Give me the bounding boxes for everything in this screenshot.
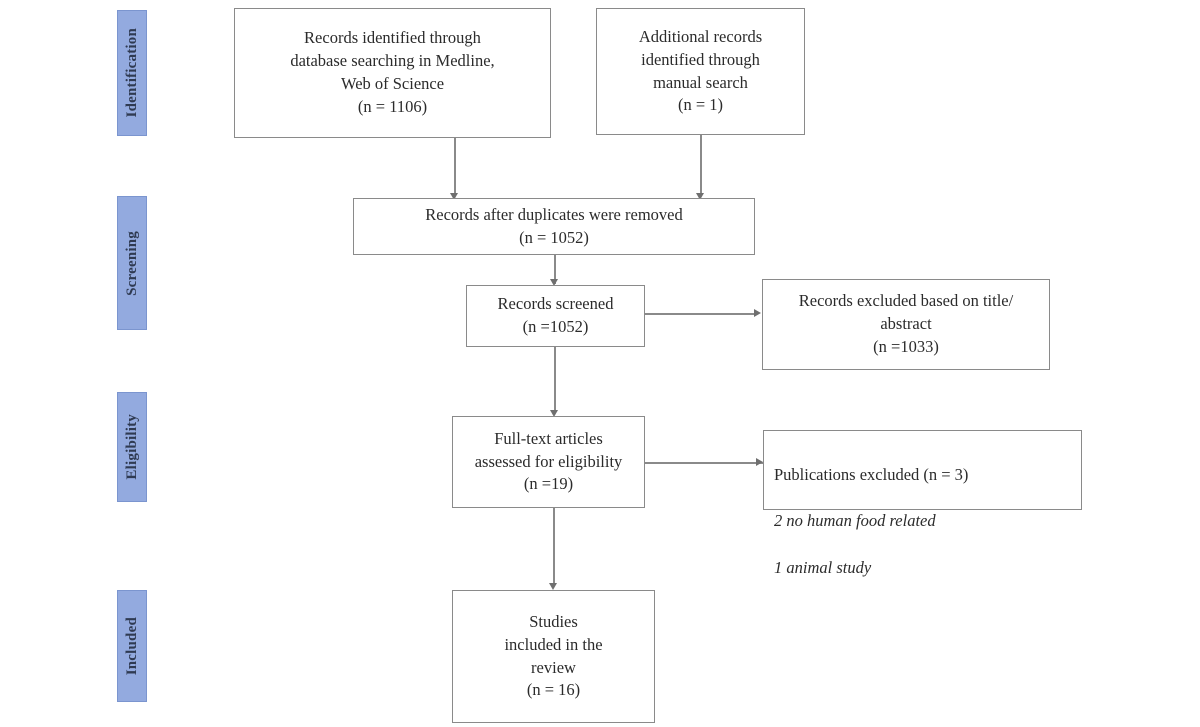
connector-fulltext-to-studies	[553, 508, 555, 586]
stage-label-screening: Screening	[123, 230, 140, 296]
arrow-fulltext-to-publications-excluded	[756, 458, 763, 466]
box-fulltext-assessed-text: Full-text articles assessed for eligibil…	[474, 428, 623, 494]
stage-bar-identification: Identification	[117, 10, 147, 136]
box-after-duplicates: Records after duplicates were removed (n…	[353, 198, 755, 255]
stage-label-identification: Identification	[123, 28, 140, 118]
publications-excluded-heading: Publications excluded (n = 3)	[774, 464, 969, 484]
box-manual-search: Additional records identified through ma…	[596, 8, 805, 135]
connector-screened-to-fulltext	[554, 347, 556, 413]
box-database-search: Records identified through database sear…	[234, 8, 551, 138]
box-records-excluded: Records excluded based on title/ abstrac…	[762, 279, 1050, 370]
box-manual-search-text: Additional records identified through ma…	[638, 26, 763, 115]
arrow-manual-to-duplicates	[696, 193, 704, 200]
arrow-screened-to-fulltext	[550, 410, 558, 417]
connector-screened-to-excluded	[645, 313, 755, 315]
box-database-search-text: Records identified through database sear…	[290, 28, 495, 116]
box-publications-excluded-text: Publications excluded (n = 3) 2 no human…	[774, 440, 968, 603]
arrow-screened-to-excluded	[754, 309, 761, 317]
stage-bar-eligibility: Eligibility	[117, 392, 147, 502]
box-studies-included: Studies included in the review (n = 16)	[452, 590, 655, 723]
box-studies-included-text: Studies included in the review (n = 16)	[504, 611, 603, 700]
publications-excluded-reason-2: 1 animal study	[774, 558, 872, 578]
box-records-screened: Records screened (n =1052)	[466, 285, 645, 347]
stage-bar-screening: Screening	[117, 196, 147, 330]
box-records-excluded-text: Records excluded based on title/ abstrac…	[798, 291, 1014, 356]
stage-label-eligibility: Eligibility	[123, 414, 140, 480]
publications-excluded-reason-1: 2 no human food related	[774, 511, 936, 531]
stage-bar-included: Included	[117, 590, 147, 702]
arrow-fulltext-to-studies	[549, 583, 557, 590]
stage-label-included: Included	[123, 616, 140, 676]
arrow-duplicates-to-screened	[550, 279, 558, 286]
box-after-duplicates-text: Records after duplicates were removed (n…	[425, 204, 683, 247]
connector-fulltext-to-publications-excluded	[645, 462, 764, 464]
connector-manual-to-duplicates	[700, 135, 702, 196]
box-publications-excluded: Publications excluded (n = 3) 2 no human…	[763, 430, 1082, 577]
box-records-screened-text: Records screened (n =1052)	[497, 294, 614, 336]
connector-database-to-duplicates	[454, 138, 456, 196]
arrow-database-to-duplicates	[450, 193, 458, 200]
box-fulltext-assessed: Full-text articles assessed for eligibil…	[452, 416, 645, 508]
connector-duplicates-to-screened	[554, 255, 556, 284]
